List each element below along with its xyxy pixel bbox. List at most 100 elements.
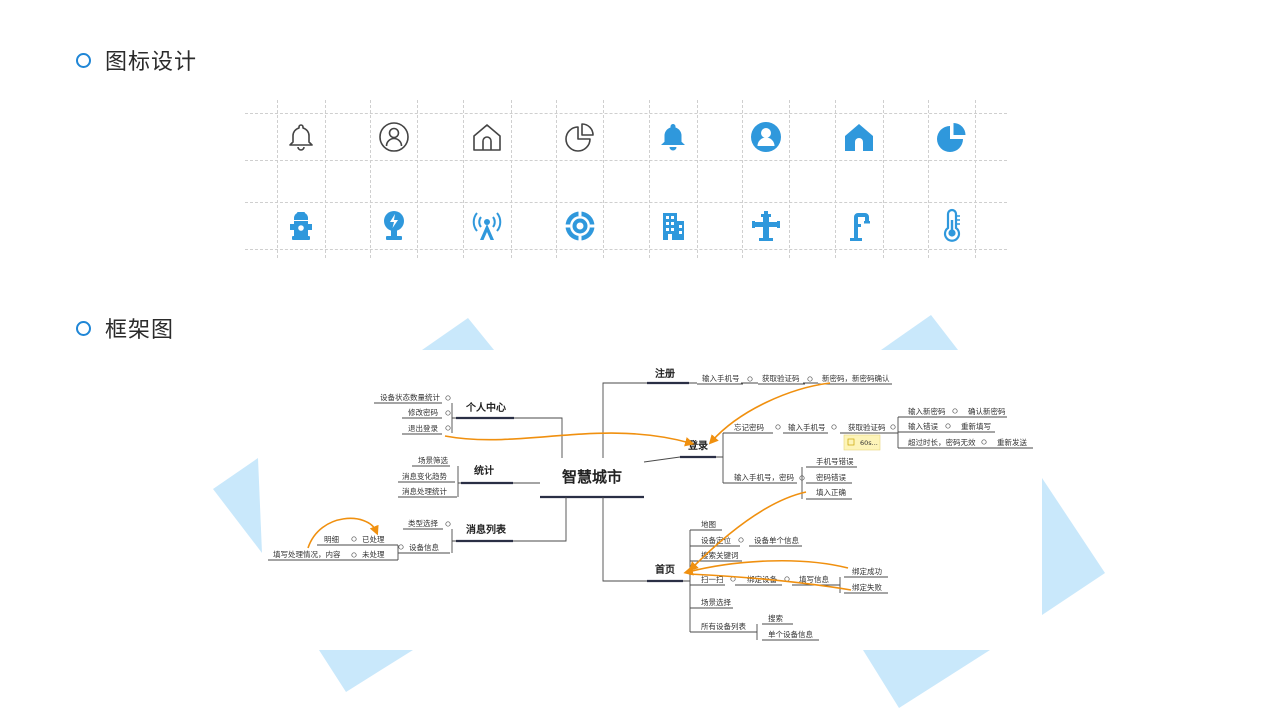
icon-grid: [245, 100, 1007, 258]
node-dot: [945, 423, 951, 429]
node-dot: [952, 408, 958, 414]
flow-arrow: [708, 382, 831, 445]
guide-line: [511, 100, 512, 258]
home-all-devices: 所有设备列表: [701, 621, 746, 631]
connector: [716, 432, 898, 484]
home-fill-info: 填写信息: [799, 574, 829, 584]
home-search: 搜索: [768, 613, 783, 623]
messages-type-filter: 类型选择: [408, 518, 438, 528]
personal-item: 退出登录: [408, 423, 438, 433]
node-home: 首页: [655, 563, 675, 576]
login-wrong-input: 输入错误: [908, 421, 938, 431]
login-timeout: 超过时长，密码无效: [908, 437, 976, 447]
login-phone-wrong: 手机号错误: [816, 456, 854, 466]
messages-device-info: 设备信息: [409, 542, 439, 552]
login-get-code: 获取验证码: [848, 422, 886, 432]
connector: [643, 456, 681, 463]
node-dot: [445, 425, 451, 431]
login-confirm-pwd: 确认新密码: [968, 406, 1006, 416]
deco-triangle: [881, 315, 958, 350]
building-icon: [655, 208, 691, 244]
node-messages: 消息列表: [466, 523, 507, 536]
stats-item: 消息处理统计: [402, 486, 447, 496]
node-dot: [981, 439, 987, 445]
home-scan: 扫一扫: [701, 574, 724, 584]
guide-line: [928, 100, 929, 258]
fire-hydrant-icon: [283, 208, 319, 244]
deco-triangle: [1042, 478, 1105, 615]
faucet-icon: [841, 208, 877, 244]
section-title-icon-design: 图标设计: [76, 44, 197, 76]
connector: [268, 528, 456, 561]
deco-triangle: [213, 458, 262, 553]
user-filled-icon: [748, 119, 784, 155]
personal-item: 修改密码: [408, 407, 438, 417]
pie-outline-icon: [562, 119, 598, 155]
login-refill: 重新填写: [961, 421, 991, 431]
node-dot: [351, 536, 357, 542]
guide-line: [245, 202, 1007, 203]
node-login: 登录: [687, 439, 708, 452]
node-dot: [747, 376, 753, 382]
node-dot: [351, 552, 357, 558]
section-title-text: 图标设计: [105, 50, 198, 75]
flow-arrow: [683, 559, 849, 576]
guide-line: [325, 100, 326, 258]
login-correct: 填入正确: [816, 487, 846, 497]
connector: [514, 417, 563, 458]
node-dot: [445, 395, 451, 401]
node-dot: [890, 424, 896, 430]
node-dot: [445, 410, 451, 416]
login-new-pwd: 输入新密码: [908, 406, 946, 416]
register-item: 获取验证码: [762, 373, 800, 383]
register-item: 新密码，新密码确认: [822, 373, 890, 383]
messages-fill-process: 填写处理情况，内容: [273, 549, 341, 559]
circle-bullet-icon: [76, 52, 91, 68]
connector: [602, 382, 647, 458]
guide-line: [370, 100, 371, 258]
guide-line: [245, 113, 1007, 114]
guide-line: [556, 100, 557, 258]
node-dot: [445, 521, 451, 527]
node-stats: 统计: [474, 464, 494, 477]
home-single-info: 设备单个信息: [754, 535, 799, 545]
deco-triangle: [422, 318, 494, 350]
stats-item: 场景筛选: [418, 455, 448, 465]
login-resend: 重新发送: [997, 437, 1027, 447]
circle-bullet-icon: [76, 320, 91, 336]
deco-triangle: [319, 650, 413, 692]
guide-line: [697, 100, 698, 258]
section-title-text: 框架图: [105, 318, 175, 343]
guide-line: [245, 249, 1007, 250]
guide-line: [603, 100, 604, 258]
flow-arrow: [307, 517, 379, 549]
flow-arrow: [444, 432, 695, 447]
guide-line: [245, 160, 1007, 161]
guide-line: [417, 100, 418, 258]
guide-line: [742, 100, 743, 258]
connector: [897, 416, 1033, 449]
signal-tower-icon: [469, 208, 505, 244]
connector: [374, 402, 456, 435]
node-dot: [807, 376, 813, 382]
home-outline-icon: [469, 119, 505, 155]
login-pwd-wrong: 密码错误: [816, 472, 846, 482]
home-locate: 设备定位: [701, 535, 731, 545]
register-item: 输入手机号: [702, 373, 740, 383]
flow-arrow: [688, 573, 852, 591]
water-pipe-icon: [748, 208, 784, 244]
connector: [756, 623, 819, 641]
home-bind-ok: 绑定成功: [852, 566, 882, 576]
guide-line: [463, 100, 464, 258]
connector: [602, 497, 647, 582]
home-device-info: 单个设备信息: [768, 629, 813, 639]
connector: [398, 465, 461, 498]
node-dot: [775, 424, 781, 430]
login-phone-pwd: 输入手机号，密码: [734, 472, 794, 482]
node-register: 注册: [655, 367, 675, 380]
bell-filled-icon: [655, 119, 691, 155]
guide-line: [835, 100, 836, 258]
home-bind-fail: 绑定失败: [852, 582, 882, 592]
